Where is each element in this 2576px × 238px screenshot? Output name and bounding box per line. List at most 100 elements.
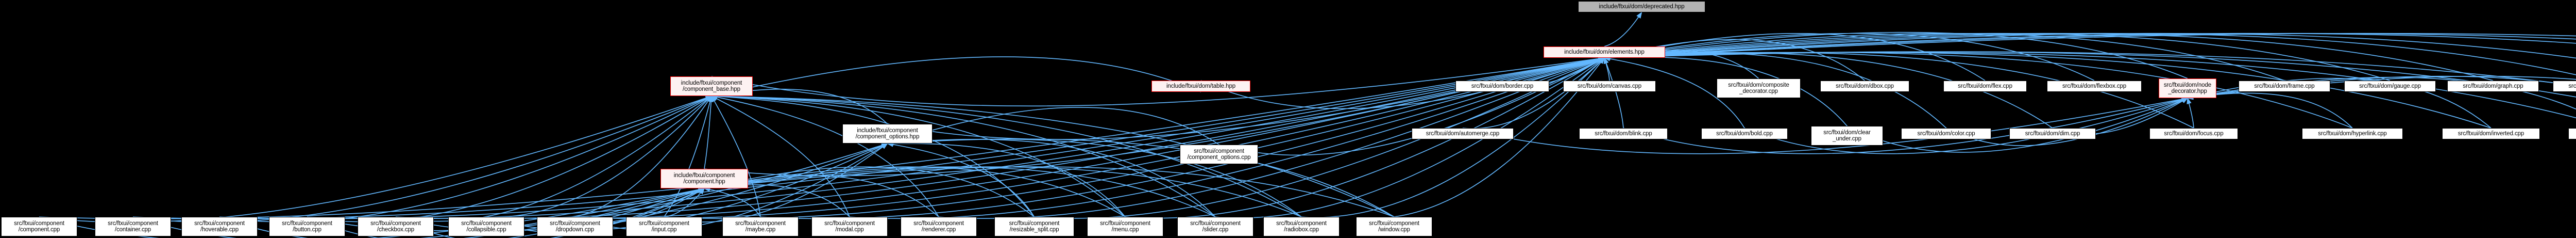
graph-node-table[interactable]: include/ftxui/dom/table.hpp (1151, 81, 1250, 92)
graph-node-clear_under_cpp[interactable]: src/ftxui/dom/clear _under.cpp (1811, 126, 1883, 146)
graph-node-dropdown_cpp[interactable]: src/ftxui/component /dropdown.cpp (537, 217, 613, 236)
graph-node-label: src/ftxui/dom/dim.cpp (2025, 130, 2080, 137)
graph-node-label: include/ftxui/dom/elements.hpp (1564, 49, 1645, 55)
graph-node-canvas_cpp[interactable]: src/ftxui/dom/canvas.cpp (1563, 81, 1656, 92)
graph-node-label: src/ftxui/component /dropdown.cpp (550, 220, 600, 233)
graph-node-color_cpp[interactable]: src/ftxui/dom/color.cpp (1901, 128, 1991, 139)
graph-node-label: src/ftxui/dom/border.cpp (1471, 83, 1534, 89)
graph-edge-canvas_cpp-to-elements (1603, 57, 1610, 81)
graph-node-dim_cpp[interactable]: src/ftxui/dom/dim.cpp (2009, 128, 2096, 139)
graph-node-label: src/ftxui/component /renderer.cpp (913, 220, 964, 233)
graph-node-resizable_split_cpp[interactable]: src/ftxui/component /resizable_split.cpp (994, 217, 1074, 236)
graph-edge-resizable_split_cpp-to-component_base (710, 93, 1035, 217)
graph-edge-maybe_cpp-to-component_base (711, 95, 761, 217)
graph-node-menu_cpp[interactable]: src/ftxui/component /menu.cpp (1087, 217, 1163, 236)
graph-edge-comp_cpp-to-component_base (39, 96, 713, 223)
graph-edge-comp_options_cpp-to-component_options (886, 107, 1219, 145)
graph-edge-component_options-to-elements (887, 56, 1605, 140)
graph-edge-button_cpp-to-elements (307, 56, 1605, 219)
graph-edge-slider_cpp-to-component_options (886, 139, 1216, 217)
graph-edge-container_cpp-to-component_base (132, 96, 713, 223)
graph-node-label: include/ftxui/component /component.hpp (673, 172, 735, 185)
graph-node-checkbox_cpp[interactable]: src/ftxui/component /checkbox.cpp (358, 217, 434, 236)
graph-node-label: src/ftxui/component /resizable_split.cpp (1009, 220, 1060, 233)
graph-node-elements[interactable]: include/ftxui/dom/elements.hpp (1544, 46, 1665, 58)
graph-edge-modal_cpp-to-component (703, 184, 850, 217)
graph-node-gauge_cpp[interactable]: src/ftxui/dom/gauge.cpp (2344, 81, 2436, 92)
graph-edge-dbox_cpp-to-elements (1603, 39, 1866, 81)
graph-node-automerge_cpp[interactable]: src/ftxui/dom/automerge.cpp (1412, 128, 1514, 139)
graph-node-frame_cpp[interactable]: src/ftxui/dom/frame.cpp (2239, 81, 2330, 92)
graph-edge-hyperlink_cpp-to-node_decorator (2187, 92, 2353, 129)
graph-edge-focus_cpp-to-node_decorator (2187, 97, 2194, 129)
graph-node-bold_cpp[interactable]: src/ftxui/dom/bold.cpp (1701, 128, 1788, 139)
graph-node-border_cpp[interactable]: src/ftxui/dom/border.cpp (1455, 81, 1549, 92)
graph-node-inverted_cpp[interactable]: src/ftxui/dom/inverted.cpp (2442, 128, 2540, 139)
graph-node-radiobox_cpp[interactable]: src/ftxui/component /radiobox.cpp (1263, 217, 1340, 236)
graph-edge-graph_cpp-to-elements (1603, 33, 2494, 81)
graph-node-label: src/ftxui/component /window.cpp (1369, 220, 1419, 233)
graph-node-slider_cpp[interactable]: src/ftxui/component /slider.cpp (1177, 217, 1253, 236)
graph-node-label: src/ftxui/dom/frame.cpp (2254, 83, 2315, 89)
graph-node-label: src/ftxui/dom/composite _decorator.cpp (1728, 82, 1789, 94)
graph-node-label: src/ftxui/dom/italic.cpp (2570, 131, 2576, 137)
graph-edge-radiobox_cpp-to-component (703, 166, 1302, 217)
graph-edge-modal_cpp-to-component_base (710, 96, 850, 217)
graph-node-label: include/ftxui/component /component_base.… (681, 80, 742, 92)
graph-node-label: src/ftxui/dom/inverted.cpp (2458, 130, 2524, 137)
graph-node-node_decorator[interactable]: src/ftxui/dom/node _decorator.hpp (2159, 78, 2216, 98)
graph-edge-elements-to-deprecated (1604, 11, 1642, 47)
graph-node-component[interactable]: include/ftxui/component /component.hpp (660, 169, 748, 188)
edge-paths (39, 11, 2576, 238)
graph-node-composite_dec_cpp[interactable]: src/ftxui/dom/composite _decorator.cpp (1717, 78, 1801, 98)
graph-node-flex_cpp[interactable]: src/ftxui/dom/flex.cpp (1943, 81, 2027, 92)
graph-node-label: src/ftxui/dom/node _decorator.hpp (2163, 82, 2212, 94)
graph-edge-gridbox_cpp-to-elements (1603, 33, 2576, 75)
graph-node-component_options[interactable]: include/ftxui/component /component_optio… (842, 124, 933, 144)
graph-edge-maybe_cpp-to-component (703, 187, 761, 217)
graph-node-hoverable_cpp[interactable]: src/ftxui/component /hoverable.cpp (181, 217, 258, 236)
graph-edge-window_cpp-to-component (703, 166, 1395, 217)
graph-node-hyperlink_cpp[interactable]: src/ftxui/dom/hyperlink.cpp (2302, 128, 2403, 139)
graph-edge-comp_cpp-to-elements (39, 56, 1605, 219)
graph-edge-window_cpp-to-component_options (886, 138, 1395, 217)
graph-node-gridbox_cpp[interactable]: src/ftxui/dom/gridbox.cpp (2553, 81, 2576, 92)
graph-node-comp_options_cpp[interactable]: src/ftxui/component /component_options.c… (1180, 145, 1258, 164)
graph-node-label: src/ftxui/component /radiobox.cpp (1276, 220, 1327, 233)
graph-edge-flexbox_cpp-to-elements (1603, 33, 2095, 81)
graph-edge-automerge_cpp-to-elements (1462, 57, 1605, 129)
graph-node-component_base[interactable]: include/ftxui/component /component_base.… (670, 76, 753, 96)
graph-edge-reflect_cpp-to-elements (1603, 33, 2576, 60)
graph-node-italic_cpp[interactable]: src/ftxui/dom/italic.cpp (2568, 128, 2576, 139)
graph-edge-frame_cpp-to-elements (1603, 33, 2285, 81)
graph-node-maybe_cpp[interactable]: src/ftxui/component /maybe.cpp (722, 217, 799, 236)
graph-node-dbox_cpp[interactable]: src/ftxui/dom/dbox.cpp (1820, 81, 1909, 92)
graph-edge-clear_under_cpp-to-node_decorator (1846, 98, 2189, 153)
graph-node-flexbox_cpp[interactable]: src/ftxui/dom/flexbox.cpp (2047, 81, 2142, 92)
graph-node-input_cpp[interactable]: src/ftxui/component /input.cpp (626, 217, 702, 236)
graph-edge-text_cpp-to-elements (1603, 33, 2576, 60)
graph-edge-component-to-component_base (704, 95, 714, 169)
graph-node-label: src/ftxui/dom/clear _under.cpp (1823, 129, 1871, 142)
graph-node-blink_cpp[interactable]: src/ftxui/dom/blink.cpp (1579, 128, 1668, 139)
graph-node-graph_cpp[interactable]: src/ftxui/dom/graph.cpp (2447, 81, 2539, 92)
graph-node-comp_cpp[interactable]: src/ftxui/component /component.cpp (1, 217, 77, 236)
graph-node-label: src/ftxui/dom/hyperlink.cpp (2318, 130, 2387, 137)
graph-node-label: src/ftxui/component /component_options.c… (1187, 148, 1251, 161)
graph-edge-component-to-elements (704, 56, 1605, 177)
graph-node-collapsible_cpp[interactable]: src/ftxui/component /collapsible.cpp (448, 217, 524, 236)
graph-node-label: src/ftxui/component /menu.cpp (1100, 220, 1150, 233)
graph-node-deprecated[interactable]: include/ftxui/dom/deprecated.hpp (1578, 1, 1705, 12)
graph-node-window_cpp[interactable]: src/ftxui/component /window.cpp (1356, 217, 1432, 236)
graph-node-focus_cpp[interactable]: src/ftxui/dom/focus.cpp (2149, 128, 2238, 139)
graph-node-container_cpp[interactable]: src/ftxui/component /container.cpp (95, 217, 171, 236)
graph-node-label: src/ftxui/dom/focus.cpp (2164, 130, 2224, 137)
graph-node-label: src/ftxui/component /hoverable.cpp (194, 220, 245, 233)
graph-node-button_cpp[interactable]: src/ftxui/component /button.cpp (269, 217, 345, 236)
graph-node-label: src/ftxui/dom/dbox.cpp (1836, 83, 1894, 89)
graph-edge-gauge_cpp-to-elements (1603, 33, 2391, 81)
graph-node-modal_cpp[interactable]: src/ftxui/component /modal.cpp (811, 217, 888, 236)
graph-edge-dropdown_cpp-to-component_base (574, 95, 712, 217)
graph-edge-blink_cpp-to-node_decorator (1623, 97, 2189, 154)
graph-node-renderer_cpp[interactable]: src/ftxui/component /renderer.cpp (901, 217, 977, 236)
